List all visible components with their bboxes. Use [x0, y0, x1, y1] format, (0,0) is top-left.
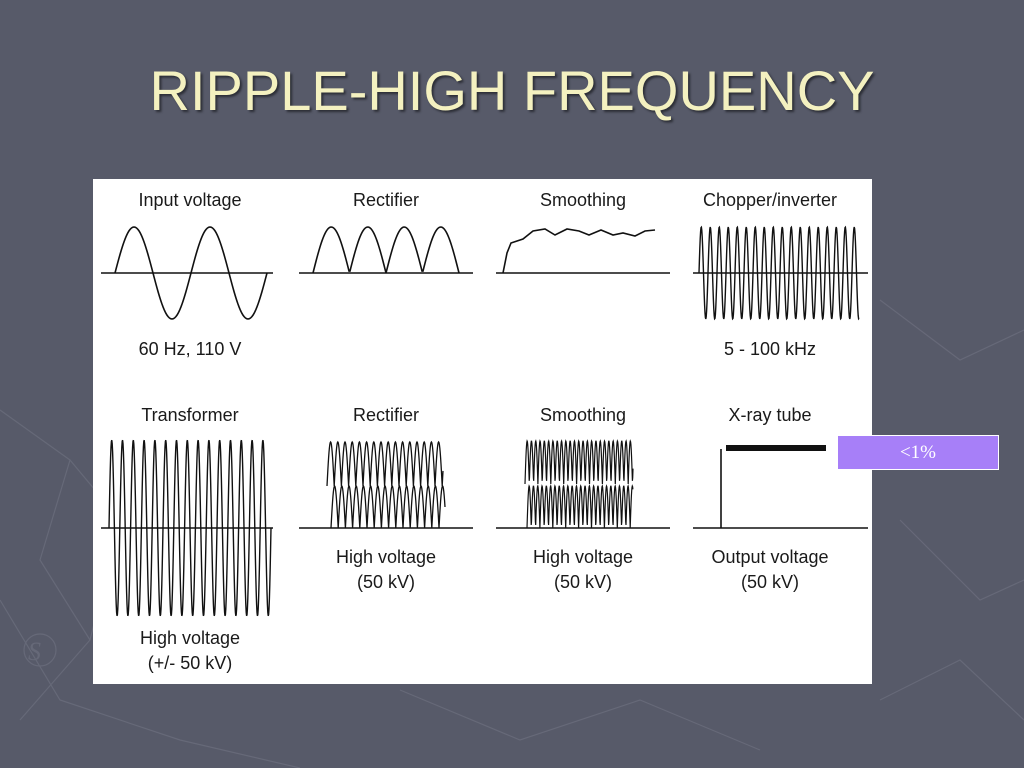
panel-caption: High voltage: [533, 547, 633, 567]
panel-caption: High voltage: [336, 547, 436, 567]
panel-caption: (50 kV): [741, 572, 799, 592]
panel-title: Transformer: [141, 405, 238, 425]
hv-rectified-wave-lower: [330, 484, 446, 529]
panel-title: Smoothing: [540, 190, 626, 210]
panel-caption: High voltage: [140, 628, 240, 648]
panel-title: Rectifier: [353, 190, 419, 210]
input-sine-wave: [114, 226, 268, 320]
panel-title: X-ray tube: [728, 405, 811, 425]
panel-title: Rectifier: [353, 405, 419, 425]
rectified-wave: [312, 226, 460, 274]
panel-caption: 5 - 100 kHz: [724, 339, 816, 359]
ripple-label: <1%: [837, 435, 999, 470]
panel-caption: Output voltage: [711, 547, 828, 567]
panel-caption: (50 kV): [357, 572, 415, 592]
chopped-wave: [698, 225, 860, 321]
hv-rectified-wave-upper: [326, 440, 444, 487]
hv-smoothed-wave: [524, 439, 634, 485]
panel-caption: 60 Hz, 110 V: [139, 339, 242, 359]
transformer-wave: [108, 439, 272, 617]
svg-text:S: S: [28, 637, 41, 666]
hv-smoothed-wave-lower: [526, 484, 634, 529]
slide-title: RIPPLE-HIGH FREQUENCY: [149, 59, 875, 122]
panel-title: Smoothing: [540, 405, 626, 425]
panel-title: Chopper/inverter: [703, 190, 837, 210]
panel-caption: (50 kV): [554, 572, 612, 592]
smoothed-wave: [502, 228, 656, 274]
panel-title: Input voltage: [138, 190, 241, 210]
panel-caption: (+/- 50 kV): [148, 653, 233, 673]
